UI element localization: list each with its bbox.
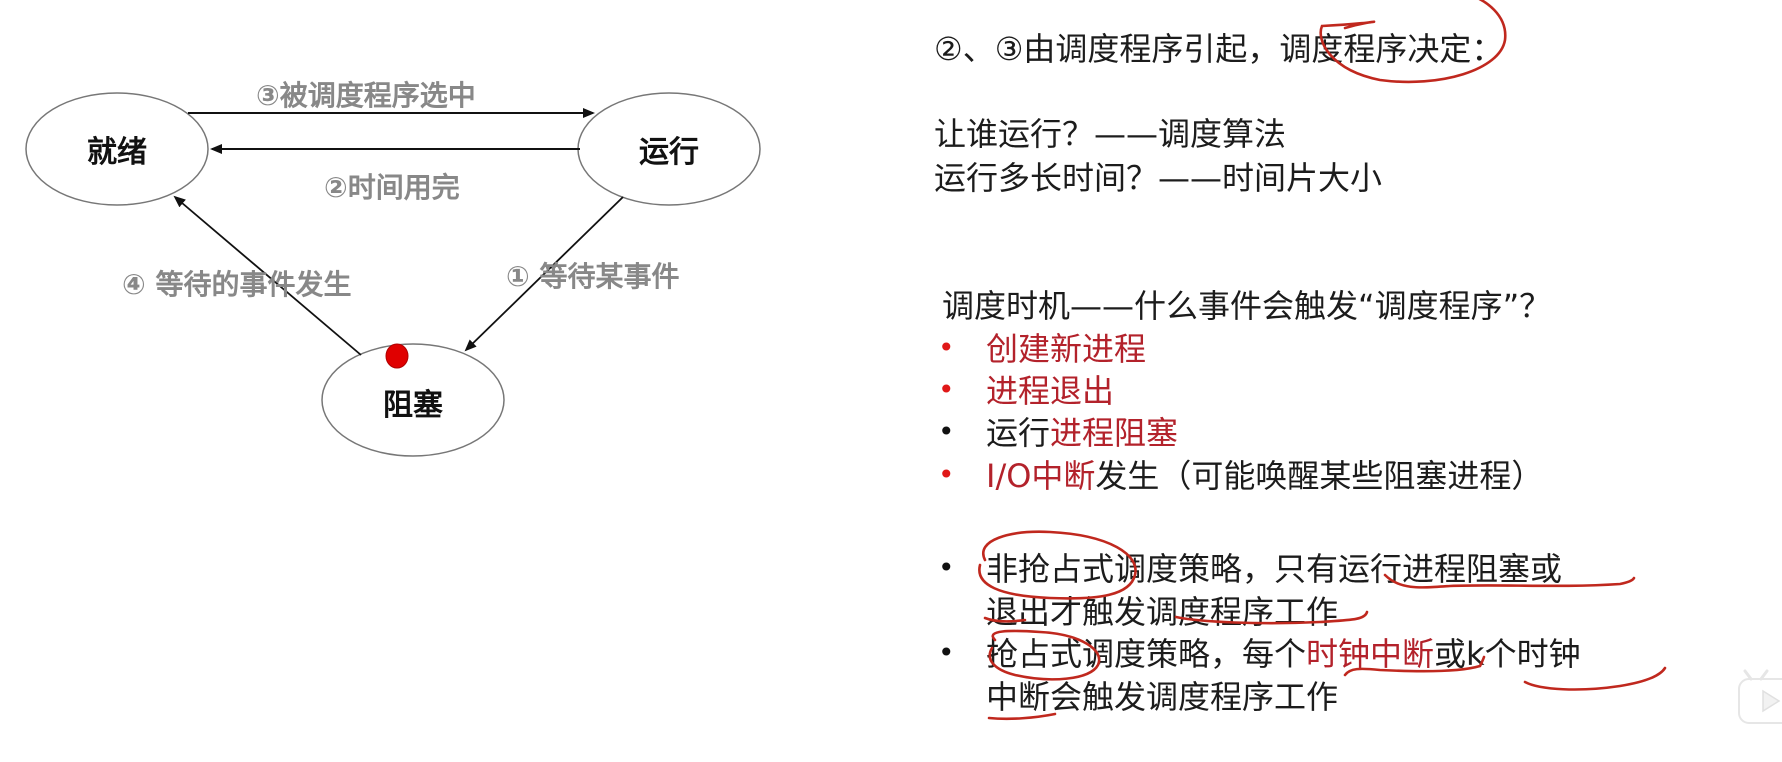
node-blocked-label: 阻塞 (383, 388, 443, 423)
policy-nonpreemptive-line-a: 非抢占式调度策略，只有运行进程阻塞或 (986, 550, 1563, 588)
node-ready-label: 就绪 (87, 135, 147, 170)
policy-text: 抢占式调度策略，每个 (986, 635, 1307, 673)
bullet-dot: • (938, 551, 955, 584)
notes-line-3: 运行多长时间？——时间片大小 (934, 159, 1383, 197)
edge-label-scheduled: ③被调度程序选中 (256, 79, 476, 112)
trigger-item-2: 进程退出 (986, 375, 1114, 407)
bullet-dot: • (938, 373, 955, 406)
policy-nonpreemptive-line-b: 退出才触发调度程序工作 (986, 593, 1339, 631)
trigger-text-highlight: 进程阻塞 (1050, 414, 1179, 452)
trigger-text: 运行 (986, 414, 1051, 452)
policy-preemptive-line-b: 中断会触发调度程序工作 (986, 678, 1339, 716)
bullet-dot: • (938, 636, 955, 669)
node-running-label: 运行 (639, 135, 699, 170)
node-ready-ellipse (25, 92, 209, 206)
trigger-item-3: 运行进程阻塞 (986, 417, 1178, 449)
trigger-text: 发生（可能唤醒某些阻塞进程） (1095, 457, 1544, 495)
red-marker-dot (385, 343, 409, 369)
edge-blocked-to-ready (173, 195, 362, 356)
trigger-text: 创建新进程 (986, 330, 1147, 368)
edge-label-event-occurs: ④ 等待的事件发生 (122, 268, 352, 301)
bullet-dot: • (938, 415, 955, 448)
trigger-item-4: I/O中断发生（可能唤醒某些阻塞进程） (986, 460, 1543, 492)
edge-running-to-blocked (464, 196, 624, 352)
policy-text-highlight: 时钟中断 (1306, 635, 1435, 673)
state-diagram (25, 92, 761, 457)
tv-play-icon (1738, 669, 1782, 724)
trigger-item-1: 创建新进程 (986, 333, 1146, 365)
trigger-text-highlight: I/O中断 (986, 457, 1096, 495)
policy-preemptive-line-a: 抢占式调度策略，每个时钟中断或k个时钟 (986, 638, 1581, 670)
bullet-dot: • (938, 458, 955, 491)
timing-heading: 调度时机——什么事件会触发“调度程序”？ (942, 287, 1552, 325)
policy-text: 或k个时钟 (1434, 635, 1581, 673)
edge-label-timeout: ②时间用完 (324, 171, 460, 204)
node-blocked-ellipse (321, 343, 505, 457)
trigger-text: 进程退出 (986, 372, 1115, 410)
notes-line-1: ②、③由调度程序引起，调度程序决定： (934, 30, 1504, 68)
edge-label-wait-event: ① 等待某事件 (506, 260, 680, 293)
bullet-dot: • (938, 331, 955, 364)
notes-line-2: 让谁运行？——调度算法 (934, 115, 1287, 153)
